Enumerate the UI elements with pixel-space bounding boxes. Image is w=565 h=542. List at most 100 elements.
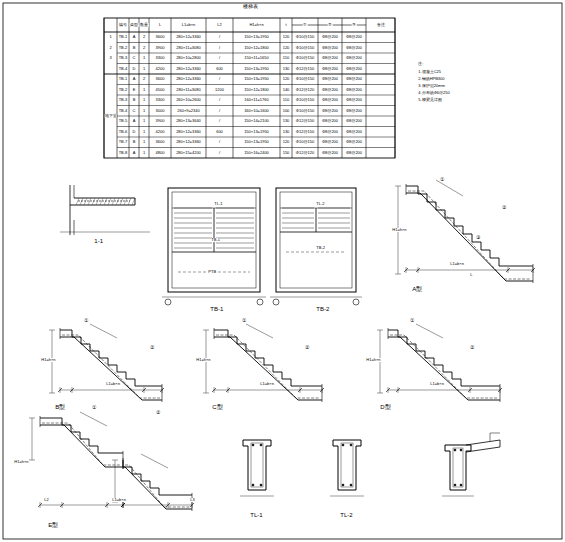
line	[377, 393, 383, 394]
table-cell: E	[132, 88, 135, 92]
table-cell: D	[132, 67, 135, 71]
line	[318, 213, 350, 214]
table-header: H1=h×n	[249, 23, 264, 27]
line	[166, 503, 170, 507]
table-cell: 120	[282, 140, 289, 144]
table-cell: 110	[283, 56, 290, 60]
polyline	[62, 335, 160, 398]
line	[406, 184, 407, 195]
polyline	[123, 467, 192, 509]
table-cell: 280×15=4200	[176, 151, 201, 155]
table-cell: 280×11=3080	[176, 46, 201, 50]
table-cell: 160×11=1760	[244, 98, 269, 102]
rebar-dot	[260, 444, 262, 446]
axis-bubble	[273, 299, 279, 305]
line	[88, 198, 91, 205]
line	[506, 268, 510, 272]
table-header: L1=b×n	[181, 23, 195, 27]
line	[174, 248, 212, 249]
polyline	[42, 423, 121, 465]
table-cell: Φ8@200	[346, 67, 363, 71]
table-cell: TB-2	[118, 46, 127, 50]
table-cell: Φ8@200	[346, 151, 363, 155]
table-cell: 150×13=1950	[244, 35, 269, 39]
axis-bubble	[257, 299, 263, 305]
dimension-label: L1=b×n	[106, 382, 120, 386]
table-cell: 120	[282, 77, 289, 81]
table-cell: 3600	[155, 77, 165, 81]
line	[395, 274, 401, 275]
line	[216, 238, 254, 239]
line	[60, 390, 162, 391]
outline	[251, 443, 263, 487]
table-cell: 2	[143, 35, 146, 39]
rebar-dot	[460, 484, 462, 486]
line	[318, 228, 350, 229]
table-cell: Φ10@150	[296, 98, 315, 102]
line	[49, 393, 55, 394]
table-cell: B	[132, 140, 135, 144]
line	[29, 418, 35, 419]
line	[116, 198, 119, 205]
polyline	[466, 440, 500, 452]
rebar-dot	[252, 484, 254, 486]
table-cell: Φ12@150	[296, 119, 315, 123]
line	[406, 270, 533, 271]
table-cell: 150×13=1950	[244, 140, 269, 144]
line	[282, 213, 314, 214]
outline	[280, 192, 352, 288]
table-cell: 130	[282, 67, 289, 71]
line	[216, 228, 254, 229]
figure-caption: C型	[212, 404, 223, 410]
line	[216, 243, 254, 244]
line	[121, 503, 125, 507]
line	[286, 252, 346, 253]
line	[117, 116, 395, 117]
table-cell: C	[132, 56, 135, 60]
line	[216, 233, 254, 234]
line	[416, 268, 420, 272]
line	[112, 460, 118, 461]
line	[282, 218, 314, 219]
table-cell: 2	[143, 46, 146, 50]
polyline	[70, 198, 135, 205]
outline	[168, 188, 260, 292]
line	[117, 105, 395, 106]
table-cell: TB-4	[118, 109, 127, 113]
table-cell: Φ10@150	[296, 77, 315, 81]
table-cell: TB-3	[118, 56, 127, 60]
table-cell: /	[219, 77, 221, 81]
line	[142, 388, 146, 392]
polyline	[214, 337, 322, 400]
line	[192, 493, 193, 511]
polyline	[125, 465, 190, 507]
table-cell: 150×13=1950	[244, 130, 269, 134]
table-cell: Φ8@200	[346, 46, 363, 50]
table-cell: Φ12@150	[296, 67, 315, 71]
callout-number: ②	[502, 205, 507, 210]
line	[174, 228, 212, 229]
table-cell: Φ8@200	[346, 98, 363, 102]
table-cell: B	[132, 98, 135, 102]
table-cell: Φ8@200	[346, 130, 363, 134]
line	[29, 460, 35, 461]
table-cell: Φ8@200	[322, 67, 339, 71]
callout-number: ①	[92, 405, 97, 410]
line	[132, 198, 135, 205]
member-label: TB-2	[316, 246, 325, 250]
line	[58, 388, 62, 392]
table-cell: 100	[282, 109, 289, 113]
figure-caption: B型	[55, 404, 66, 410]
member-label: TL-1	[214, 202, 223, 206]
table-cell: 4200	[155, 130, 165, 134]
line	[38, 503, 42, 507]
table-cell: 1	[143, 67, 146, 71]
line	[174, 238, 212, 239]
table-cell: 2	[143, 77, 146, 81]
line	[117, 53, 395, 54]
outline	[453, 448, 463, 487]
line	[212, 388, 216, 392]
dimension-label: L1=b×n	[430, 382, 444, 386]
table-cell: 3600	[155, 140, 165, 144]
table-cell: 150×12=1800	[244, 46, 269, 50]
